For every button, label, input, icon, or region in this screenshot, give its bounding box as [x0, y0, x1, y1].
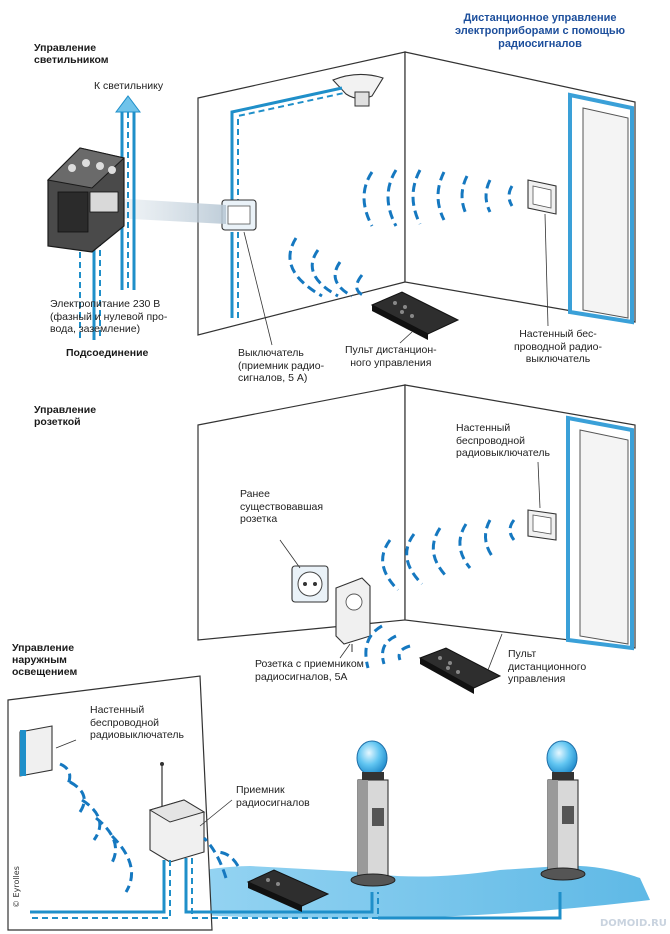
label-switch-receiver: Выключатель (приемник радио- сигналов, 5… — [238, 347, 325, 384]
radio-waves-5 — [59, 762, 134, 893]
label-remote-2: Пульт дистанционного управления — [508, 648, 587, 685]
label-remote-1: Пульт дистанцион- ного управления — [345, 344, 437, 369]
label-wall-switch-3: Настенный беспроводной радиовыключатель — [90, 704, 184, 741]
room-1-back-wall — [197, 51, 406, 336]
section-title-light: Управление светильником — [34, 42, 109, 66]
watermark: DOMOID.RU — [600, 918, 667, 929]
receiver-module — [46, 147, 126, 253]
label-existing-socket: Ранее существовавшая розетка — [240, 488, 324, 525]
room-1 — [197, 51, 636, 340]
ceiling-lamp — [332, 73, 384, 107]
room-2 — [197, 384, 636, 694]
leader-lines-3 — [55, 739, 233, 827]
leader-lines-1 — [243, 213, 549, 346]
magnify-beam — [112, 198, 226, 224]
wall-switch-1 — [527, 179, 557, 215]
socket-receiver — [335, 577, 371, 652]
outdoor-scene — [7, 675, 650, 931]
section-title-socket: Управление розеткой — [34, 404, 97, 428]
label-power: Электропитание 230 В (фазный и нулевой п… — [50, 298, 168, 335]
wall-switch-2 — [527, 509, 557, 541]
radio-waves-4 — [364, 624, 411, 669]
radio-waves-2 — [288, 237, 366, 298]
existing-socket — [291, 565, 329, 603]
bollard-lamp-2 — [540, 740, 586, 881]
radio-waves-1 — [362, 169, 514, 227]
radio-waves-3 — [381, 519, 516, 592]
remote-1 — [370, 291, 460, 340]
up-arrow-icon — [115, 95, 141, 113]
remote-3 — [246, 869, 330, 912]
wall-switch-3 — [19, 725, 53, 777]
leader-lines-2 — [279, 461, 541, 671]
receiver-box — [148, 762, 206, 863]
label-wall-switch-2: Настенный беспроводной радиовыключатель — [456, 422, 550, 459]
remote-2 — [418, 647, 502, 694]
label-receiver: Приемник радиосигналов — [236, 784, 310, 809]
radio-waves-6 — [202, 836, 240, 879]
wall-wire-1 — [230, 86, 343, 205]
label-connection: Подсоединение — [66, 347, 149, 359]
bollard-lamp-1 — [350, 740, 396, 887]
section-title-outdoor: Управление наружным освещением — [12, 642, 78, 678]
switch-receiver — [221, 199, 257, 231]
label-to-lamp: К светильнику — [94, 80, 164, 92]
connection-detail — [46, 95, 226, 340]
credit: © Eyrolles — [12, 866, 21, 908]
label-socket-receiver: Розетка с приемником радиосигналов, 5А — [255, 658, 364, 683]
diagram-title: Дистанционное управление электроприборам… — [454, 12, 626, 50]
outdoor-wall — [7, 675, 213, 931]
label-wall-switch-1: Настенный бес- проводной радио- выключат… — [514, 328, 602, 365]
